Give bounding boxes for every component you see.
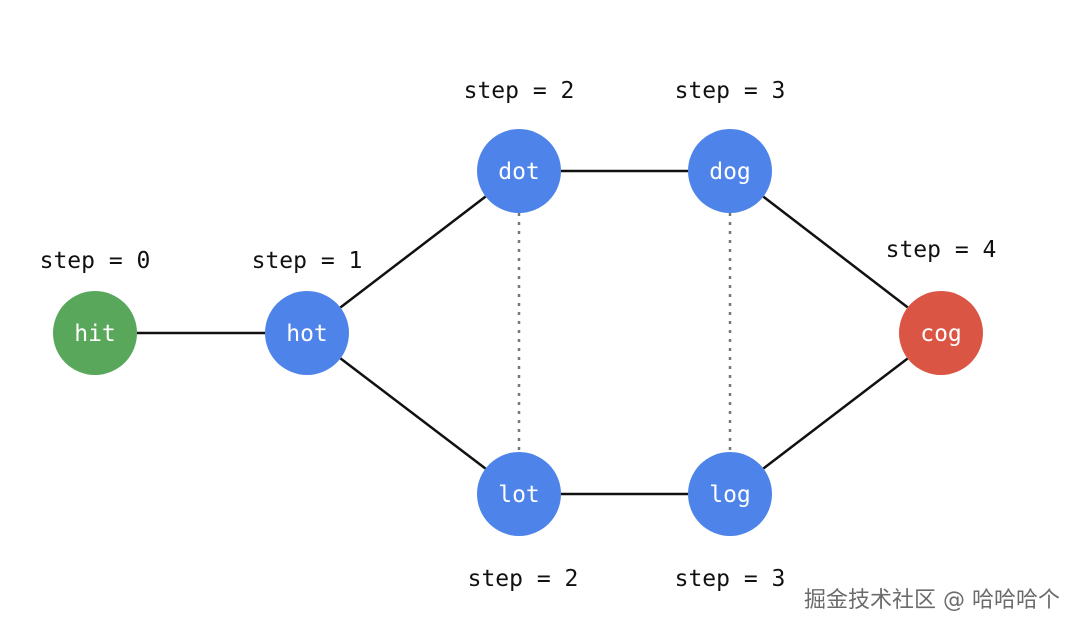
node-label-log: log	[709, 482, 751, 508]
node-dot: dot	[477, 129, 561, 213]
node-circle-log	[688, 452, 772, 536]
step-label-hit: step = 0	[40, 248, 151, 274]
node-dog: dog	[688, 129, 772, 213]
step-label-cog: step = 4	[886, 237, 997, 263]
node-label-hit: hit	[74, 321, 116, 347]
node-circle-lot	[477, 452, 561, 536]
edges-layer	[137, 169, 909, 496]
node-cog: cog	[899, 291, 983, 375]
node-lot: lot	[477, 452, 561, 536]
step-label-dog: step = 3	[675, 78, 786, 104]
edge-dog-cog	[762, 195, 909, 309]
edge-log-cog	[762, 357, 909, 470]
nodes-layer: hit hot dot dog lot log cog	[53, 129, 983, 536]
node-circle-hit	[53, 291, 137, 375]
node-label-lot: lot	[498, 482, 540, 508]
step-label-dot: step = 2	[464, 78, 575, 104]
step-labels-layer: step = 0 step = 1 step = 2 step = 3 step = 2…	[40, 78, 997, 592]
node-label-dot: dot	[498, 159, 540, 185]
step-label-log: step = 3	[675, 566, 786, 592]
node-circle-dot	[477, 129, 561, 213]
step-label-hot: step = 1	[252, 248, 363, 274]
node-hit: hit	[53, 291, 137, 375]
node-label-dog: dog	[709, 159, 751, 185]
node-circle-hot	[265, 291, 349, 375]
node-circle-cog	[899, 291, 983, 375]
node-label-cog: cog	[920, 321, 962, 347]
node-label-hot: hot	[286, 321, 328, 347]
edge-hot-lot	[339, 357, 487, 470]
node-circle-dog	[688, 129, 772, 213]
edge-hot-dot	[339, 195, 487, 309]
watermark: 掘金技术社区 @ 哈哈哈个	[804, 588, 1060, 613]
step-label-lot: step = 2	[468, 566, 579, 592]
node-log: log	[688, 452, 772, 536]
node-hot: hot	[265, 291, 349, 375]
